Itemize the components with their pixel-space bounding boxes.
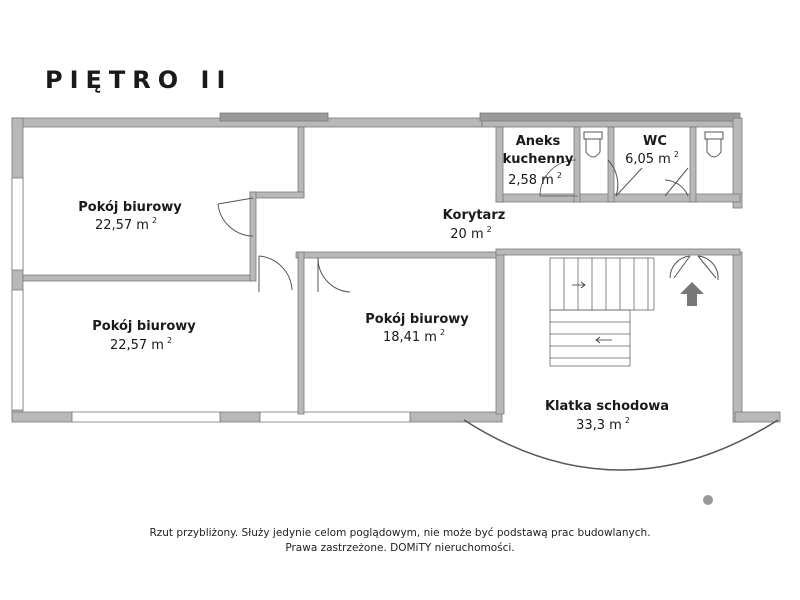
partition-office3-right [495,251,505,415]
disclaimer-line-2: Prawa zastrzeżone. DOMiTY nieruchomości. [285,542,515,554]
staircase [549,257,655,367]
door-office1 [217,197,254,237]
partition-wc-mid2 [689,126,697,203]
floor-title: PIĘTRO II [45,66,233,94]
partition-vert-left [249,191,257,282]
door-stair-right [697,255,719,281]
corridor-name: Korytarz [443,208,506,223]
kitchenette-name-1: Aneks [516,134,561,149]
walls [11,112,781,423]
partition-wc-bottom [495,193,741,203]
partition-stair-top [495,248,741,256]
window-bottom-1 [71,411,221,423]
toilet-icons [583,131,724,158]
stair-treads-lower [550,321,630,359]
stair-upper-flight [549,257,655,311]
wall-stair-corner [734,411,781,423]
door-office3 [317,257,351,293]
door-aneks [539,159,578,197]
window-bottom-2 [259,411,411,423]
partition-aneks-left [495,126,504,203]
partition-office1-bottom [22,274,252,282]
wc-name: WC [643,134,667,149]
wall-right-lower [732,251,743,423]
curved-glazing [463,419,779,471]
partition-corridor-bottom [295,251,503,259]
door-stair-left [669,255,691,279]
toilet-bowl-2 [706,138,722,158]
stair-arrow-2 [595,336,612,344]
wall-top-thick-1 [219,112,329,122]
office-3-name: Pokój biurowy [365,312,469,327]
doors [217,159,779,471]
entry-arrow-icon [680,282,704,306]
toilet-tank-1 [583,131,603,140]
staircase-name: Klatka schodowa [545,399,669,414]
wall-right-upper [732,117,743,209]
partition-office1-right [297,126,305,198]
office-1-name: Pokój biurowy [78,200,182,215]
toilet-tank-2 [704,131,724,140]
stair-lower-flight [549,309,631,367]
stair-treads-upper [563,258,649,310]
window-left [11,177,24,271]
partition-office3-left [297,251,305,415]
office-2-name: Pokój biurowy [92,319,196,334]
wall-top-thick-2 [479,112,741,122]
partition-office1-corridor [249,191,305,199]
partition-aneks-right [573,126,581,203]
wall-bottom-mid [219,411,261,423]
window-left-2 [11,289,24,411]
stair-arrow-1 [572,281,586,289]
disclaimer-line-1: Rzut przybliżony. Służy jedynie celom po… [149,527,651,539]
partition-wc-mid1 [607,126,615,203]
door-wc2 [664,167,689,197]
door-office2-a [258,255,293,292]
toilet-bowl-1 [585,138,601,158]
wall-bottom-left [11,411,73,423]
door-wc1 [607,159,643,197]
kitchenette-name-2: kuchenny [503,152,574,167]
marker-dot [703,495,713,505]
wall-bottom-mid-2 [409,411,503,423]
